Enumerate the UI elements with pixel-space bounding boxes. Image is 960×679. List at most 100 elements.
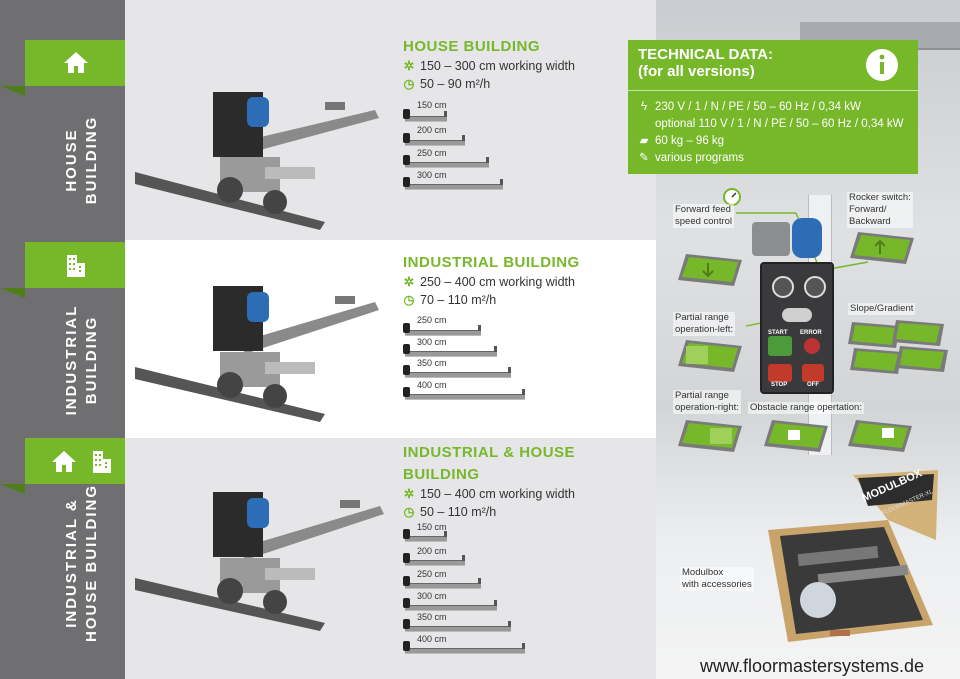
size-rail <box>403 365 511 378</box>
label-modulbox: Modulbox with accessories <box>680 567 754 591</box>
tech-power-optional: optional 110 V / 1 / N / PE / 50 – 60 Hz… <box>655 118 904 130</box>
heading-industrial: INDUSTRIAL BUILDING <box>403 254 580 271</box>
size-label: 400 cm <box>417 380 447 390</box>
tile-forward <box>678 254 742 286</box>
error-label: ERROR <box>800 330 822 336</box>
gear-icon: ✲ <box>403 59 415 73</box>
motor-cap <box>792 218 822 258</box>
size-label: 300 cm <box>417 170 447 180</box>
tab-combined <box>0 438 125 494</box>
tab-house <box>0 40 125 96</box>
stop-label: STOP <box>771 382 788 388</box>
size-rail <box>403 344 497 357</box>
label-forward-feed: Forward feed speed control <box>673 204 735 228</box>
size-label: 350 cm <box>417 612 447 622</box>
gear-icon: ✲ <box>403 275 415 289</box>
size-rail <box>403 387 525 400</box>
machine-image-combined <box>135 492 384 631</box>
spec-width-industrial: ✲250 – 400 cm working width <box>403 275 575 289</box>
clock-icon: ◷ <box>403 293 415 307</box>
tile-slope-1 <box>848 322 900 348</box>
tile-partial-left <box>678 340 742 372</box>
size-label: 200 cm <box>417 546 447 556</box>
off-button[interactable] <box>802 364 824 382</box>
machine-image-house <box>135 92 379 230</box>
label-obstacle: Obstacle range opertation: <box>748 402 864 414</box>
house-icon <box>64 52 88 73</box>
spec-rate-house: ◷50 – 90 m²/h <box>403 77 491 91</box>
gear-icon: ✲ <box>403 487 415 501</box>
heading-house: HOUSE BUILDING <box>403 38 541 55</box>
website-url[interactable]: www.floormastersystems.de <box>700 656 925 676</box>
side-label-combined: INDUSTRIAL & HOUSE BUILDING <box>63 483 100 643</box>
size-rail <box>403 598 497 611</box>
side-label-house: HOUSE BUILDING <box>63 115 100 205</box>
tile-partial-right <box>678 420 742 452</box>
size-rail <box>403 576 481 589</box>
size-rail <box>403 553 465 566</box>
clock-icon: ◷ <box>403 77 415 91</box>
label-slope-gradient: Slope/Gradient <box>848 303 916 315</box>
size-label: 250 cm <box>417 569 447 579</box>
wrench-icon: ✎ <box>639 152 649 164</box>
clock-icon: ◷ <box>403 505 415 519</box>
start-label: START <box>768 330 788 336</box>
lightning-icon: ϟ <box>640 101 648 113</box>
factory-icon <box>93 451 111 473</box>
tile-obstacle-1 <box>764 420 828 452</box>
tile-slope-4 <box>896 346 948 372</box>
size-rail <box>403 155 489 168</box>
label-rocker-switch: Rocker switch: Forward/ Backward <box>847 192 913 228</box>
size-label: 250 cm <box>417 315 447 325</box>
size-rail <box>403 529 447 542</box>
tile-slope-3 <box>850 348 902 374</box>
machine-image-industrial <box>135 286 379 422</box>
size-label: 200 cm <box>417 125 447 135</box>
info-icon <box>866 49 898 81</box>
start-button[interactable] <box>768 336 792 356</box>
tile-backward <box>850 232 914 264</box>
heading-combined: INDUSTRIAL & HOUSE BUILDING <box>403 444 576 483</box>
motor-housing <box>752 222 790 256</box>
size-label: 300 cm <box>417 591 447 601</box>
modulbox-image <box>768 470 938 642</box>
size-label: 250 cm <box>417 148 447 158</box>
label-partial-left: Partial range operation-left: <box>673 312 736 336</box>
size-label: 350 cm <box>417 358 447 368</box>
size-rail <box>403 619 511 632</box>
size-label: 400 cm <box>417 634 447 644</box>
tech-divider <box>628 90 918 91</box>
size-label: 300 cm <box>417 337 447 347</box>
house-icon <box>52 451 76 472</box>
stop-button[interactable] <box>768 364 792 382</box>
tab-industrial <box>0 242 125 298</box>
tile-slope-2 <box>892 320 944 346</box>
tech-programs: ✎various programs <box>639 152 744 164</box>
size-rail <box>403 177 503 190</box>
sidebar-house: HOUSE BUILDING <box>0 0 125 240</box>
size-label: 150 cm <box>417 100 447 110</box>
factory-icon <box>67 255 85 277</box>
speed-knob[interactable] <box>772 276 794 298</box>
size-rail <box>403 323 481 336</box>
weight-icon: ▰ <box>639 135 649 147</box>
spec-width-combined: ✲150 – 400 cm working width <box>403 487 575 501</box>
tech-weight: ▰60 kg – 96 kg <box>639 135 725 147</box>
size-rail <box>403 133 465 146</box>
side-label-industrial: INDUSTRIAL BUILDING <box>63 304 100 416</box>
spec-width-house: ✲150 – 300 cm working width <box>403 59 575 73</box>
error-lamp <box>804 338 820 354</box>
rocker-switch[interactable] <box>804 276 826 298</box>
size-rail <box>403 109 447 122</box>
mode-selector[interactable] <box>782 308 812 322</box>
spec-rate-industrial: ◷70 – 110 m²/h <box>403 293 497 307</box>
tile-obstacle-2 <box>848 420 912 452</box>
tech-title: TECHNICAL DATA: (for all versions) <box>638 46 773 80</box>
gauge-icon <box>723 188 741 206</box>
spec-rate-combined: ◷50 – 110 m²/h <box>403 505 497 519</box>
label-partial-right: Partial range operation-right: <box>673 390 741 414</box>
control-box: START ERROR STOP OFF <box>760 262 834 394</box>
size-rail <box>403 641 525 654</box>
